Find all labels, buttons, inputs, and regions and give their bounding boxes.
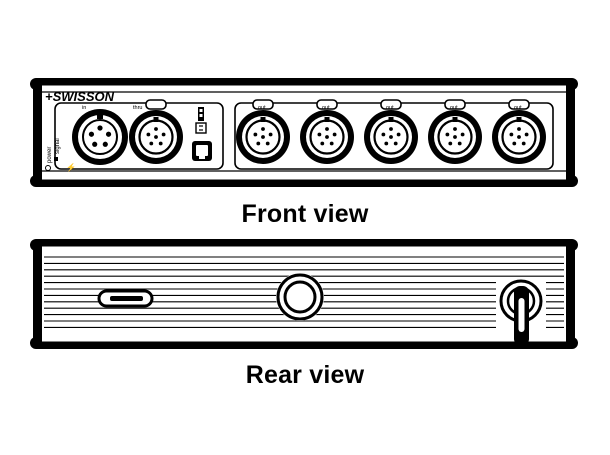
front-connectors: out out out out out [72,99,546,165]
power-cable-highlight [518,298,525,332]
port-out-label: out [258,105,266,111]
port-thru-label: thru [133,105,142,111]
signal-led-icon [54,157,58,161]
port-out-label: out [514,105,522,111]
rear-left-cap [33,241,42,347]
legend-signal-label: signal [55,138,61,154]
power-led-icon [45,165,51,171]
input-connector-icon [72,109,128,165]
brand-logo: +SWISSON [45,89,115,104]
rear-view-caption: Rear view [245,361,365,389]
output-connector-icon [300,99,354,164]
ground-symbol-icon: ⚡ [66,162,76,172]
output-connector-icon [428,99,482,164]
signal-legend: signal [54,138,61,161]
port-out-label: out [450,105,458,111]
mounting-slot-icon [97,289,154,308]
front-left-cap [33,80,42,185]
output-connector-icon [364,99,418,164]
front-right-cap [566,80,575,185]
output-connector-icon [236,99,290,164]
usb-port-icon [195,107,207,134]
status-legend: power [45,147,53,171]
port-in-label: in [82,105,86,111]
port-out-label: out [386,105,394,111]
fuse-holder-icon [276,273,324,321]
front-view-caption: Front view [241,200,369,228]
port-out-label: out [322,105,330,111]
thru-connector-icon [129,99,183,164]
legend-power-label: power [47,147,53,163]
output-connector-icon [492,99,546,164]
power-cable-icon [496,278,546,345]
ethernet-port-icon [192,141,212,161]
rear-right-cap [566,241,575,347]
rear-panel [30,239,578,349]
